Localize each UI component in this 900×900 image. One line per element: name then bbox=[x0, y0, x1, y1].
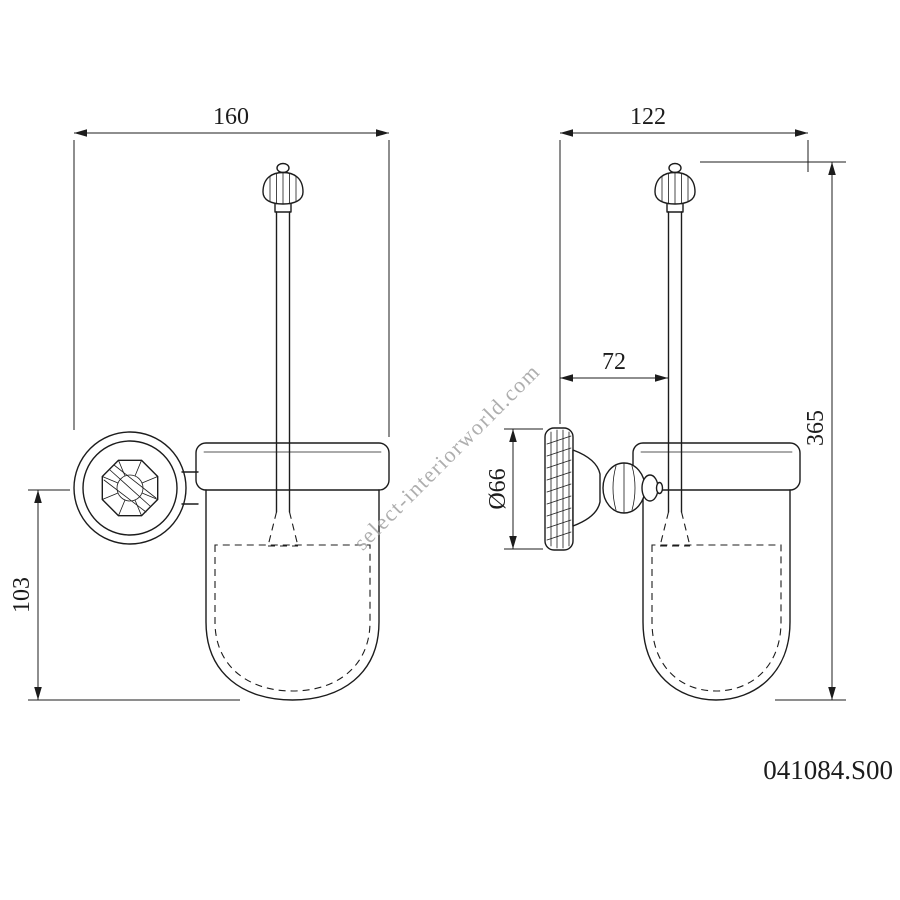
front-view bbox=[73, 162, 390, 701]
dimension-label-365: 365 bbox=[803, 410, 829, 446]
extension-lines-160 bbox=[73, 140, 390, 437]
handle-finial-front bbox=[262, 162, 304, 213]
brush-handle-side bbox=[667, 211, 683, 513]
flange-knob-facets-front bbox=[101, 459, 159, 517]
dimension-label-72: 72 bbox=[602, 349, 626, 375]
cup-inner-hidden-side bbox=[651, 544, 782, 692]
watermark: select-interiorworld.com bbox=[348, 358, 544, 554]
dimension-overall-width: 160 bbox=[73, 104, 390, 437]
cup-rim-front bbox=[195, 442, 390, 491]
extension-lines-103 bbox=[28, 489, 240, 701]
bracket-knob-ribs-side bbox=[612, 462, 636, 514]
brush-head-hidden-side bbox=[659, 511, 691, 547]
dimension-label-d66: Ø66 bbox=[485, 468, 511, 509]
extension-lines-365 bbox=[700, 161, 846, 701]
bracket-knob-tip-cap-side bbox=[655, 481, 664, 495]
wall-plate-hatch-side bbox=[546, 435, 572, 541]
dimension-label-122: 122 bbox=[630, 104, 666, 130]
bracket-knob-tip-side bbox=[641, 474, 659, 502]
dimension-label-160: 160 bbox=[213, 104, 249, 130]
wall-flange-inner-front bbox=[82, 440, 178, 536]
dimension-overall-depth: 122 bbox=[559, 104, 809, 424]
dimension-mount-height: 103 bbox=[9, 489, 240, 701]
dimension-handle-offset: 72 bbox=[560, 349, 668, 382]
dimension-overall-height: 365 bbox=[700, 161, 846, 701]
wall-flange-outer-front bbox=[73, 431, 187, 545]
cup-inner-hidden-front bbox=[214, 544, 371, 692]
cup-body-front bbox=[205, 489, 380, 701]
extension-lines-122 bbox=[559, 140, 809, 424]
flange-knob-hatch-front bbox=[103, 464, 157, 513]
dimension-label-103: 103 bbox=[9, 577, 35, 613]
brush-handle-front bbox=[275, 211, 291, 513]
brush-head-hidden-front bbox=[267, 511, 299, 547]
dimension-flange-diameter: Ø66 bbox=[485, 428, 543, 550]
bracket-arm-side bbox=[572, 449, 601, 527]
handle-finial-side bbox=[654, 162, 696, 213]
side-view bbox=[544, 162, 801, 701]
product-code: 041084.S00 bbox=[763, 755, 893, 785]
cup-body-side bbox=[642, 489, 791, 701]
